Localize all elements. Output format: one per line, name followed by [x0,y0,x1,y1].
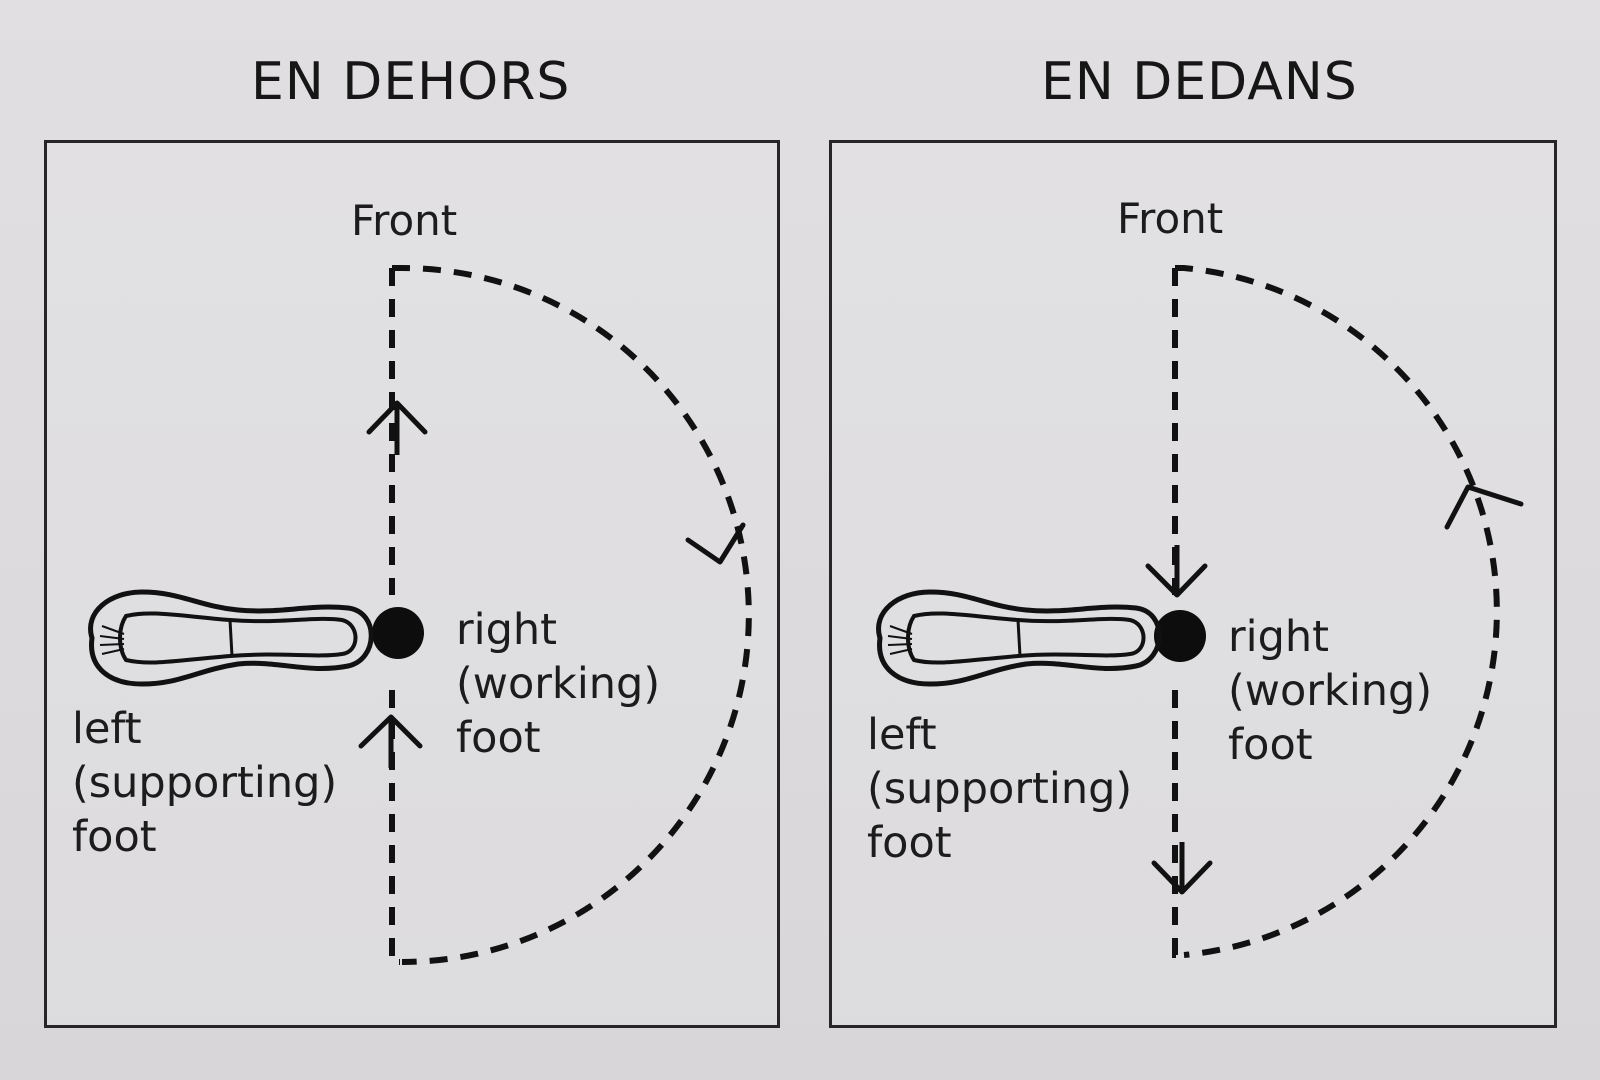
en-dehors-front-label: Front [351,196,458,245]
en-dehors-supporting-foot-line-2: (supporting) [72,758,338,808]
en-dedans-working-foot-line-1: right [1228,612,1330,662]
en-dehors-supporting-foot-label: left (supporting) foot [72,702,337,864]
en-dedans-working-foot-line-3: foot [1228,720,1313,770]
en-dehors-supporting-foot-line-3: foot [72,812,157,862]
en-dehors-title: EN DEHORS [251,52,571,112]
en-dehors-working-foot-line-3: foot [456,713,541,763]
en-dehors-working-foot-label: right (working) foot [456,603,660,765]
en-dehors-supporting-foot-line-1: left [72,704,142,754]
en-dedans-working-foot-line-2: (working) [1228,666,1433,716]
en-dedans-supporting-foot-line-1: left [867,710,937,760]
en-dehors-working-foot-line-2: (working) [456,659,661,709]
en-dedans-front-label: Front [1117,194,1224,243]
en-dedans-supporting-foot-line-2: (supporting) [867,764,1133,814]
en-dehors-panel [44,140,780,1028]
en-dedans-working-foot-label: right (working) foot [1228,610,1432,772]
en-dedans-title: EN DEDANS [1041,52,1358,112]
en-dedans-supporting-foot-line-3: foot [867,818,952,868]
en-dedans-supporting-foot-label: left (supporting) foot [867,708,1132,870]
en-dehors-working-foot-line-1: right [456,605,558,655]
en-dedans-panel [829,140,1557,1028]
